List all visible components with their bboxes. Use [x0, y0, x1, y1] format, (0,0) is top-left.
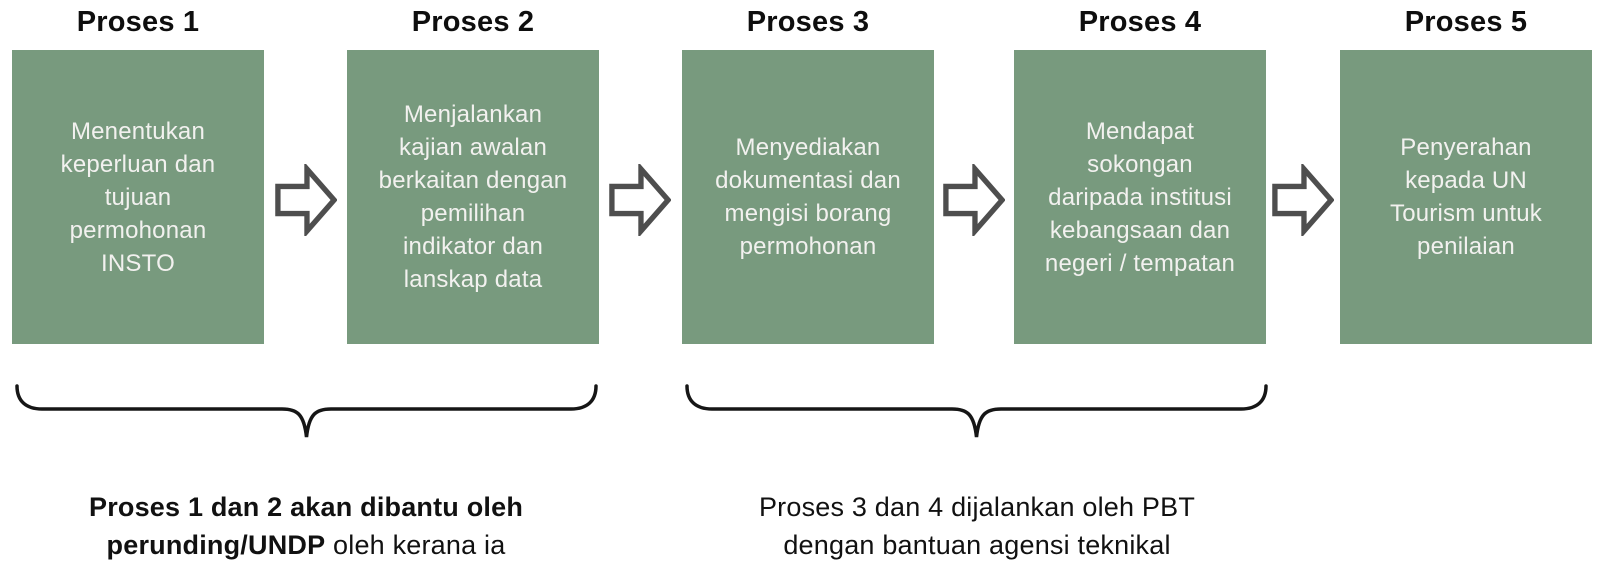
- process-step-1: Proses 1 Menentukan keperluan dan tujuan…: [12, 0, 264, 344]
- underbrace-processes-1-2: [15, 384, 598, 438]
- process-2-text: Menjalankan kajian awalan berkaitan deng…: [378, 101, 568, 293]
- caption-bold-text: Proses 1 dan 2 akan dibantu oleh perundi…: [88, 492, 524, 560]
- process-1-text: Menentukan keperluan dan tujuan permohon…: [60, 117, 216, 277]
- right-arrow-icon: [275, 164, 337, 236]
- caption-processes-1-2: Proses 1 dan 2 akan dibantu oleh perundi…: [40, 450, 572, 569]
- process-5-text: Penyerahan kepada UN Tourism untuk penil…: [1390, 134, 1542, 260]
- right-arrow-icon: [943, 164, 1005, 236]
- process-step-5: Proses 5 Penyerahan kepada UN Tourism un…: [1340, 0, 1592, 344]
- process-step-2: Proses 2 Menjalankan kajian awalan berka…: [347, 0, 599, 344]
- process-5-title: Proses 5: [1404, 6, 1528, 38]
- underbrace-processes-3-4: [685, 384, 1268, 438]
- process-2-title: Proses 2: [411, 6, 535, 38]
- process-5-box: Penyerahan kepada UN Tourism untuk penil…: [1340, 50, 1592, 344]
- right-arrow-icon: [1272, 164, 1334, 236]
- process-4-title: Proses 4: [1078, 6, 1202, 38]
- process-4-text: Mendapat sokongan daripada institusi keb…: [1044, 117, 1236, 277]
- process-3-text: Menyediakan dokumentasi dan mengisi bora…: [715, 134, 901, 260]
- process-step-3: Proses 3 Menyediakan dokumentasi dan men…: [682, 0, 934, 344]
- caption-processes-3-4: Proses 3 dan 4 dijalankan oleh PBT denga…: [660, 450, 1294, 564]
- caption-text: Proses 3 dan 4 dijalankan oleh PBT denga…: [758, 492, 1196, 560]
- process-3-title: Proses 3: [746, 6, 870, 38]
- right-arrow-icon: [609, 164, 671, 236]
- process-4-box: Mendapat sokongan daripada institusi keb…: [1014, 50, 1266, 344]
- process-2-box: Menjalankan kajian awalan berkaitan deng…: [347, 50, 599, 344]
- process-1-box: Menentukan keperluan dan tujuan permohon…: [12, 50, 264, 344]
- process-step-4: Proses 4 Mendapat sokongan daripada inst…: [1014, 0, 1266, 344]
- process-1-title: Proses 1: [76, 6, 200, 38]
- process-3-box: Menyediakan dokumentasi dan mengisi bora…: [682, 50, 934, 344]
